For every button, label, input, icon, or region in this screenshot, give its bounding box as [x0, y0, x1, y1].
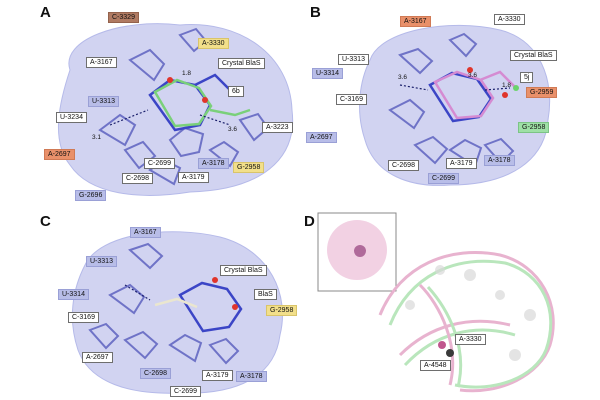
- residue-label: A-3178: [484, 155, 515, 166]
- panel-a-structure: [58, 23, 294, 196]
- residue-label: A-3178: [198, 158, 229, 169]
- residue-label: G-2696: [75, 190, 107, 201]
- residue-label: G-2958: [518, 122, 550, 133]
- residue-label: A-3167: [400, 16, 431, 27]
- residue-label: A-4548: [420, 360, 451, 371]
- distance-label: 3.6: [398, 74, 408, 81]
- residue-label: C-2698: [122, 173, 153, 184]
- distance-label: 1.8: [502, 82, 512, 89]
- panel-b-letter: B: [310, 4, 321, 21]
- residue-label: A-3179: [202, 370, 233, 381]
- residue-label: U-3234: [56, 112, 87, 123]
- residue-label: A-2697: [306, 132, 337, 143]
- ligand-label: Crystal BlaS: [218, 58, 265, 69]
- residue-label: A-2697: [44, 149, 75, 160]
- residue-label: A-3167: [86, 57, 117, 68]
- residue-label: C-3169: [68, 312, 99, 323]
- ligand: [428, 67, 519, 123]
- distance-label: 3.6: [228, 126, 238, 133]
- residue-label: A-3167: [130, 227, 161, 238]
- ribosome-atoms: [405, 265, 536, 361]
- residue-label: C-2699: [144, 158, 175, 169]
- panel-d: D A-3330 A-4548: [300, 205, 570, 400]
- residue-label: A-3178: [236, 371, 267, 382]
- panel-c: C A-3167 U-3313 Crystal BlaS: [30, 205, 300, 400]
- distance-label: 1.8: [182, 70, 192, 77]
- residue-label: G-2958: [266, 305, 298, 316]
- residue-label: A-3223: [262, 122, 293, 133]
- rna-nucleotides: [88, 242, 240, 365]
- distance-label: 3.6: [468, 72, 478, 79]
- binding-site-marker: [438, 341, 446, 349]
- molecular-surface: [359, 24, 551, 186]
- panel-d-structure: [317, 212, 555, 393]
- residue-label: A-3330: [455, 334, 486, 345]
- residue-label: C-2699: [170, 386, 201, 397]
- residue-label: C-2698: [388, 160, 419, 171]
- ligand-label: Crystal BlaS: [220, 265, 267, 276]
- panel-a: A: [30, 0, 300, 205]
- panel-b: B A-3167: [300, 0, 570, 205]
- ligand-label: BlaS: [254, 289, 277, 300]
- residue-label: A-3330: [198, 38, 229, 49]
- residue-label: C-2698: [140, 368, 171, 379]
- residue-label: U-3313: [86, 256, 117, 267]
- ribosome-ribbons: [378, 251, 555, 393]
- distance-label: 3.1: [92, 134, 102, 141]
- ligand: [148, 73, 251, 132]
- hydrogen-bonds: [124, 284, 151, 301]
- ligand-label: 5j: [520, 72, 534, 83]
- rna-nucleotides: [98, 27, 270, 186]
- ligand-label: 6b: [228, 86, 244, 97]
- panel-d-letter: D: [304, 213, 315, 230]
- residue-label: U-3313: [338, 54, 369, 65]
- hydrogen-bonds: [109, 109, 231, 126]
- residue-label: C-3169: [336, 94, 367, 105]
- residue-label: U-3314: [312, 68, 343, 79]
- residue-label: C-3329: [108, 12, 139, 23]
- residue-label: U-3313: [88, 96, 119, 107]
- residue-label: A-2697: [82, 352, 113, 363]
- ligand: [154, 277, 243, 333]
- hydrogen-bonds: [399, 84, 511, 91]
- residue-label: A-3179: [446, 158, 477, 169]
- residue-label: G-2958: [233, 162, 265, 173]
- panel-b-structure: [359, 24, 551, 186]
- ligand-label: Crystal BlaS: [510, 50, 557, 61]
- panel-a-letter: A: [40, 4, 51, 21]
- binding-site-marker: [446, 349, 454, 357]
- residue-label: C-2699: [428, 173, 459, 184]
- residue-label: G-2959: [526, 87, 558, 98]
- inset-ligand-site: [354, 245, 366, 257]
- residue-label: U-3314: [58, 289, 89, 300]
- panel-c-letter: C: [40, 213, 51, 230]
- residue-label: A-3179: [178, 172, 209, 183]
- residue-label: A-3330: [494, 14, 525, 25]
